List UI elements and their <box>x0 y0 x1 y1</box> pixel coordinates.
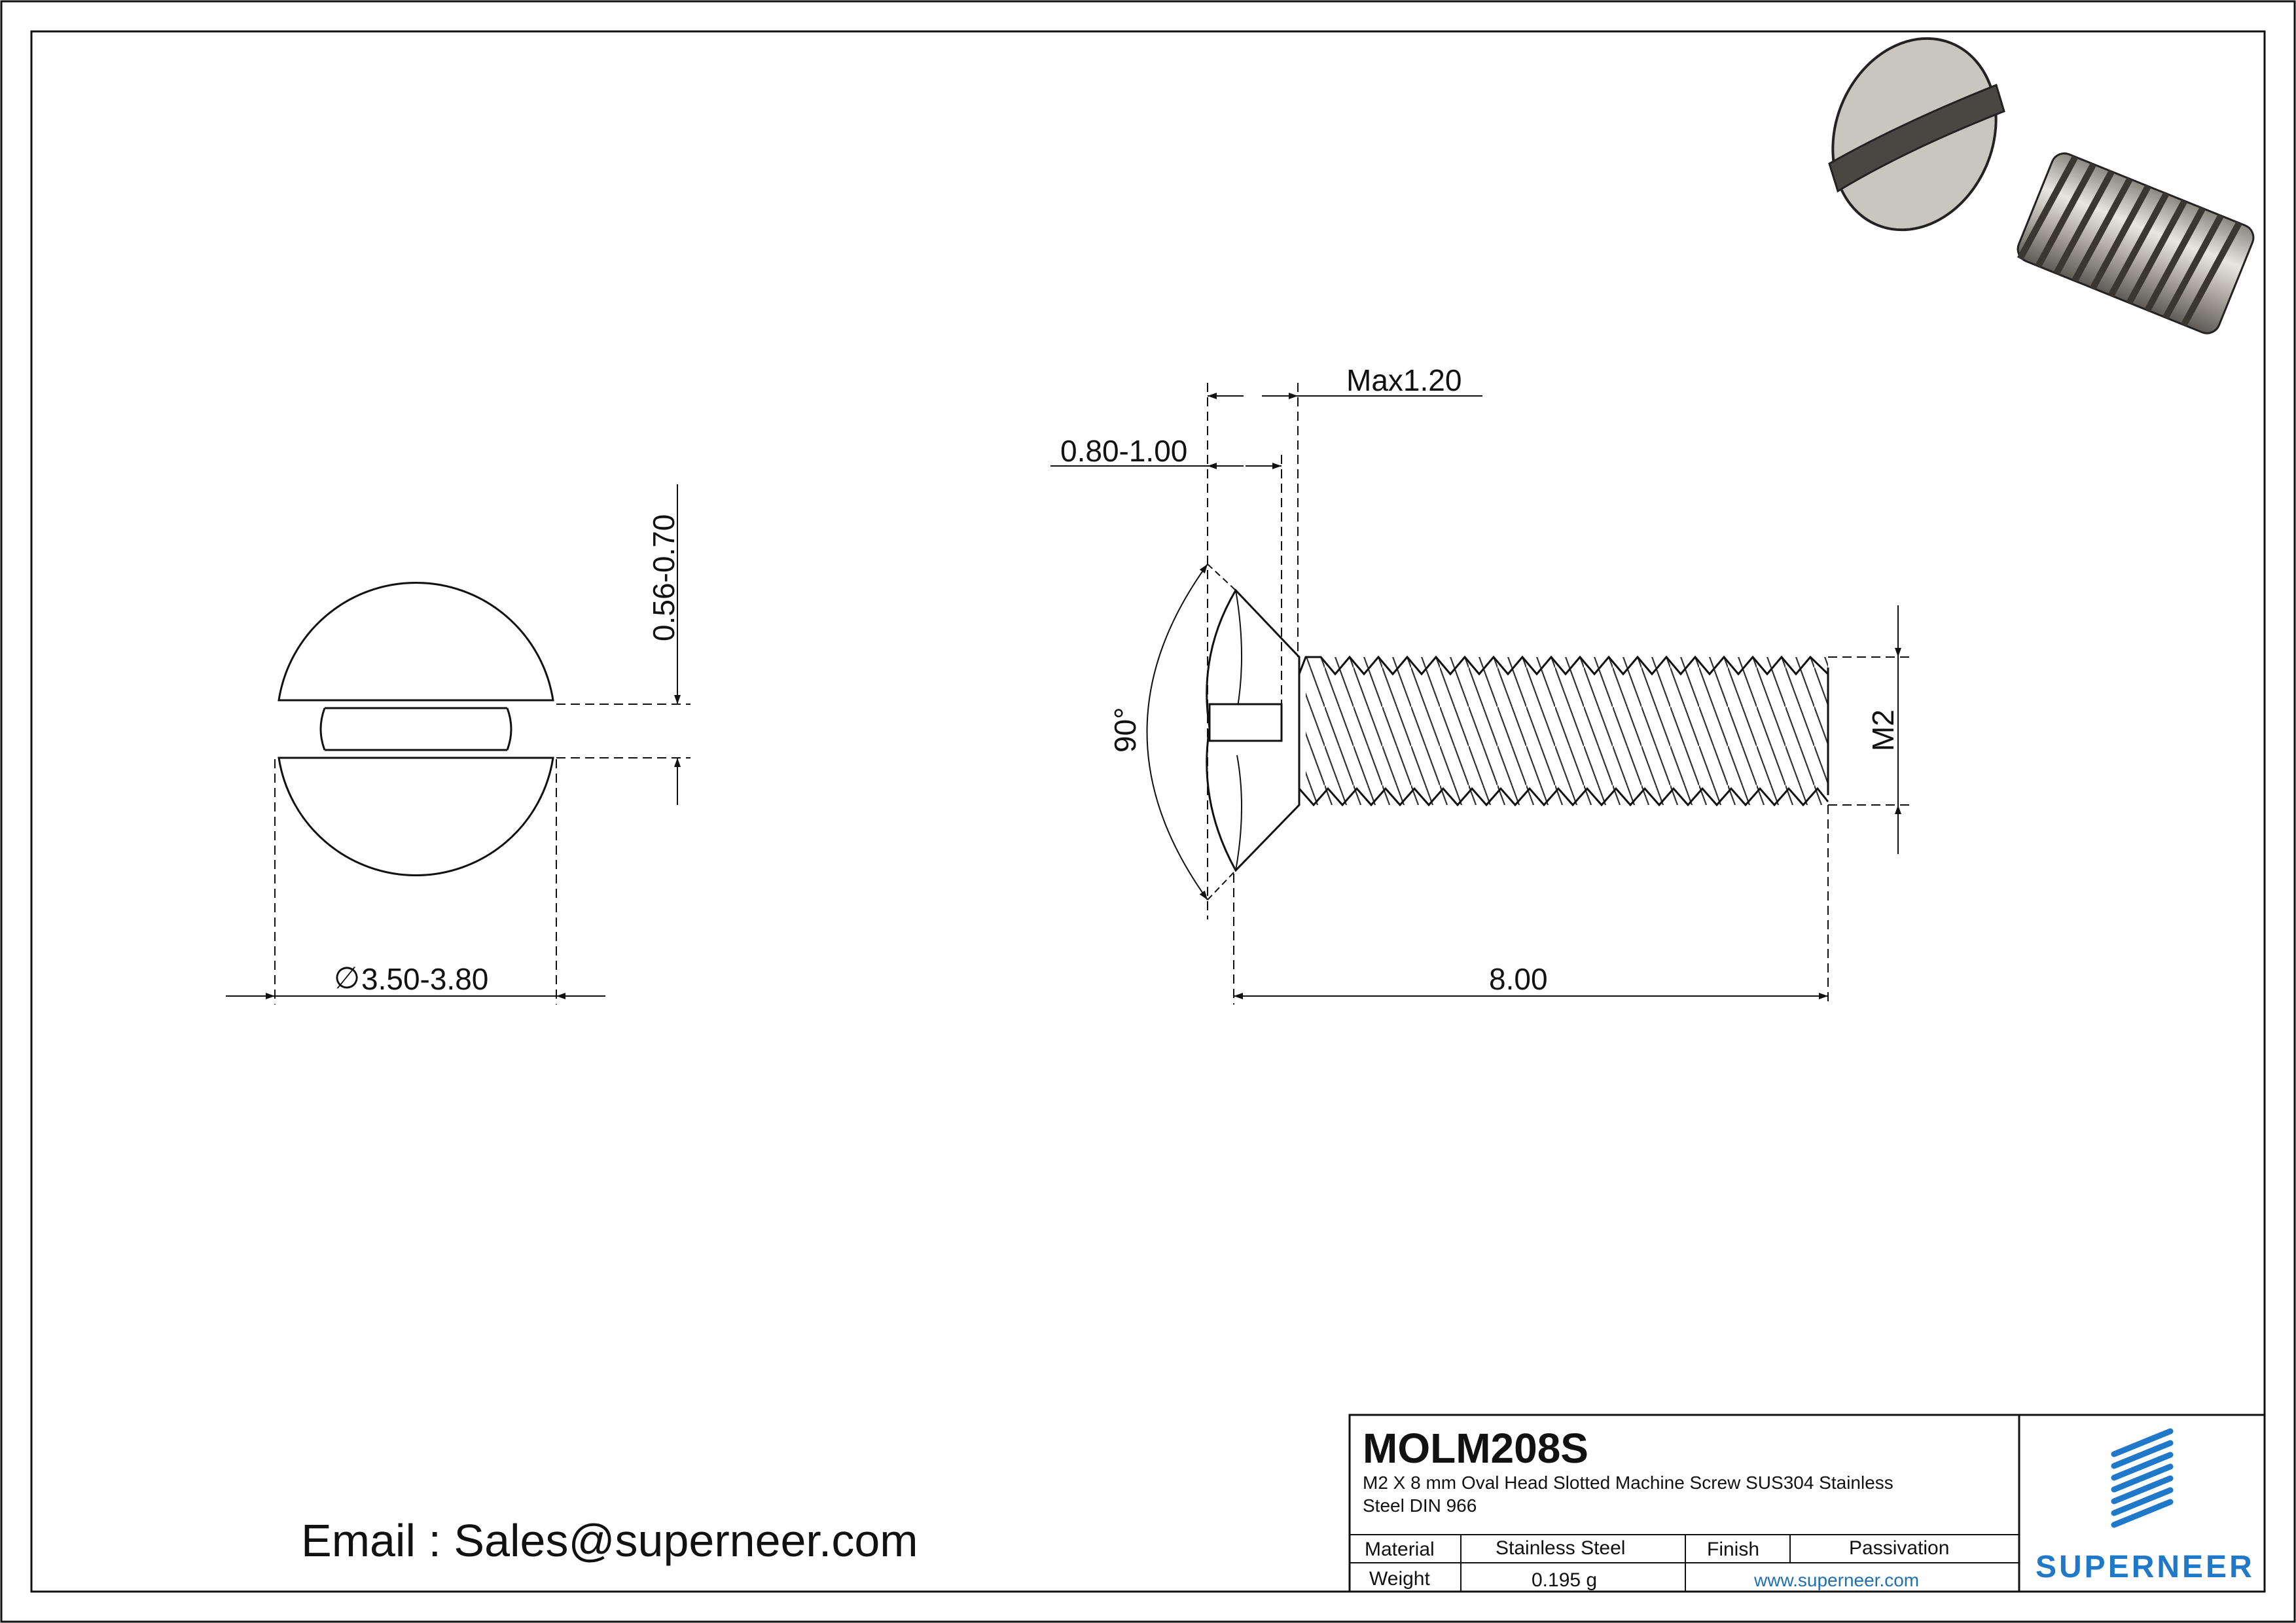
contact-email: Email : Sales@superneer.com <box>301 1515 918 1566</box>
screw-side-view <box>1206 588 1829 872</box>
weight-label: Weight <box>1369 1568 1430 1590</box>
length-dimension <box>1233 805 1829 1005</box>
superneer-stripes-logo <box>2111 1428 2174 1528</box>
thread-size-label: M2 <box>1866 709 1900 751</box>
head-height-dimensions <box>1050 383 1482 919</box>
head-height-label: 0.80-1.00 <box>1060 434 1187 468</box>
slot-width-dimension <box>556 484 691 805</box>
head-diameter-dimension <box>226 759 605 1005</box>
head-diameter-label: 3.50-3.80 <box>361 962 488 996</box>
part-number: MOLM208S <box>1363 1425 1588 1472</box>
screw-3d-render-icon <box>1828 37 2255 334</box>
thread-size-dimension <box>1828 605 1911 854</box>
finish-label: Finish <box>1707 1539 1759 1560</box>
length-label: 8.00 <box>1489 962 1548 996</box>
material-value: Stainless Steel <box>1496 1537 1625 1559</box>
diameter-symbol: ∅ <box>334 961 360 995</box>
website-link[interactable]: www.superneer.com <box>1753 1570 1919 1590</box>
description-line-2: Steel DIN 966 <box>1363 1495 1477 1516</box>
finish-value: Passivation <box>1849 1537 1949 1559</box>
head-height-max-label: Max1.20 <box>1346 363 1462 397</box>
angle-dimension <box>1146 563 1236 901</box>
weight-value: 0.195 g <box>1532 1569 1597 1591</box>
head-top-view <box>278 581 554 877</box>
brand-name: SUPERNEER <box>2036 1550 2255 1584</box>
slot-width-label: 0.56-0.70 <box>647 514 681 641</box>
angle-label: 90° <box>1108 707 1142 753</box>
material-label: Material <box>1365 1539 1435 1560</box>
description-line-1: M2 X 8 mm Oval Head Slotted Machine Scre… <box>1363 1472 1893 1493</box>
